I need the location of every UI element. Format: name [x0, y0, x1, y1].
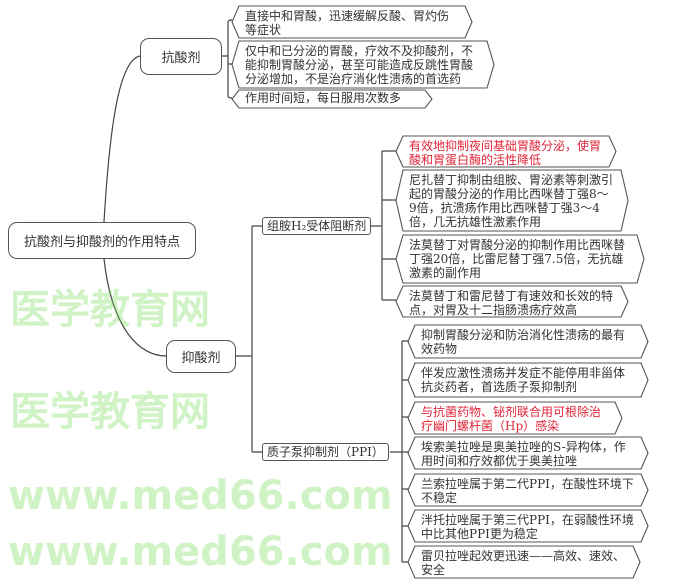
acid-suppressant-node[interactable]: 抑酸剂 — [166, 340, 236, 373]
leaf-outline — [407, 324, 649, 359]
leaf-outline — [407, 401, 623, 435]
leaf-outline — [395, 169, 629, 232]
antacid-node[interactable]: 抗酸剂 — [140, 38, 222, 75]
leaf-outline — [407, 436, 649, 470]
ppi-item[interactable]: 埃索美拉唑是奥美拉唑的S-异构体，作用时间和疗效都优于奥美拉唑 — [421, 440, 626, 468]
ppi-item[interactable]: 泮托拉唑属于第三代PPI，在弱酸性环境中比其他PPI更为稳定 — [421, 513, 634, 541]
leaf-outline — [395, 234, 645, 284]
ppi-item[interactable]: 雷贝拉唑起效更迅速——高效、速效、安全 — [421, 549, 626, 577]
antacid-item[interactable]: 作用时间短，每日服用次数多 — [245, 91, 402, 105]
ppi-item[interactable]: 抑制胃酸分泌和防治消化性溃疡的最有效药物 — [421, 328, 626, 356]
leaf-outline — [231, 89, 433, 109]
ppi-item[interactable]: 与抗菌药物、铋剂联合用可根除治疗幽门螺杆菌（Hp）感染 — [421, 405, 602, 433]
leaf-outline — [231, 5, 473, 39]
leaf-outline — [407, 362, 649, 398]
antacid-item[interactable]: 直接中和胃酸，迅速缓解反酸、胃灼伤等症状 — [245, 9, 450, 37]
leaf-outline — [395, 135, 617, 168]
ppi-item[interactable]: 伴发应激性溃疡并发症不能停用非甾体抗炎药者，首选质子泵抑制剂 — [421, 366, 626, 394]
leaf-outline — [407, 473, 649, 507]
ppi-node[interactable]: 质子泵抑制剂（PPI） — [262, 443, 389, 461]
h2-item[interactable]: 法莫替丁和雷尼替丁有速效和长效的特点，对胃及十二指肠溃疡疗效高 — [409, 289, 614, 317]
h2-blocker-node[interactable]: 组胺H₂受体阻断剂 — [262, 217, 372, 235]
root-node[interactable]: 抗酸剂与抑酸剂的作用特点 — [8, 222, 196, 259]
ppi-item[interactable]: 兰索拉唑属于第二代PPI，在酸性环境下不稳定 — [421, 477, 634, 505]
antacid-item[interactable]: 仅中和已分泌的胃酸，疗效不及抑酸剂，不能抑制胃酸分泌，甚至可能造成反跳性胃酸分泌… — [245, 44, 474, 86]
h2-item[interactable]: 尼扎替丁抑制由组胺、胃泌素等刺激引起的胃酸分泌的作用比西咪替丁强8～9倍，抗溃疡… — [409, 173, 614, 229]
leaf-outline — [231, 40, 495, 89]
leaf-outline — [395, 285, 629, 318]
leaf-outline — [407, 545, 641, 579]
h2-item[interactable]: 法莫替丁对胃酸分泌的抑制作用比西咪替丁强20倍，比雷尼替丁强7.5倍，无抗雄激素… — [409, 238, 626, 280]
leaf-outline — [407, 509, 649, 543]
h2-item[interactable]: 有效地抑制夜间基础胃酸分泌，使胃酸和胃蛋白酶的活性降低 — [409, 139, 602, 167]
